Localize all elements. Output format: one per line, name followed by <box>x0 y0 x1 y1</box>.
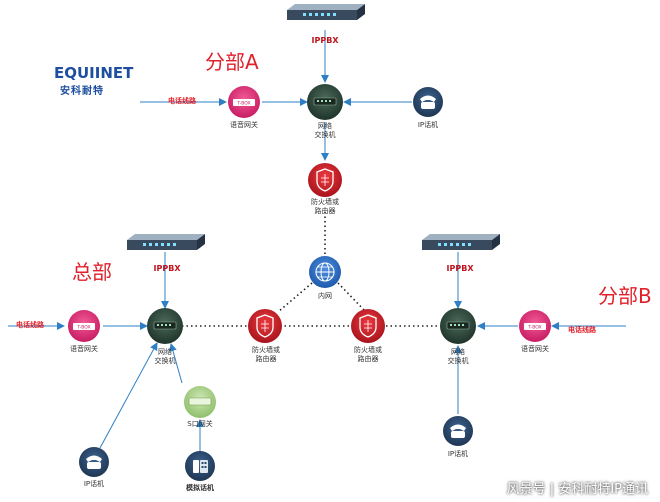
switch-icon-hq <box>147 308 183 344</box>
phone-line-label-branch-a: 电话线路 <box>168 97 196 105</box>
device-tag: T-BOX <box>527 325 541 331</box>
analog-phone-label: 模拟话机 <box>186 484 214 492</box>
ippbx-server-branch-b <box>422 234 500 250</box>
phone-line-label-hq: 电话线路 <box>16 321 44 329</box>
voice-gateway-label-branch-b: 语音网关 <box>521 345 549 353</box>
solid-links <box>8 30 626 455</box>
dotted-links <box>182 212 440 327</box>
branch-a-title: 分部A <box>205 50 259 74</box>
firewall-label-branch-a: 防火墙或 路由器 <box>311 198 339 215</box>
firewall-icon-branch-b <box>351 309 385 343</box>
ippbx-server-branch-a <box>287 4 365 20</box>
voice-gateway-label-hq: 语音网关 <box>70 345 98 353</box>
switch-label-branch-a: 网络 交换机 <box>314 122 336 139</box>
ippbx-label-branch-a: IPPBX <box>311 36 339 45</box>
voice-gateway-label-branch-a: 语音网关 <box>230 121 258 129</box>
analog-phone-icon <box>185 451 215 481</box>
firewall-label-branch-b: 防火墙或 路由器 <box>354 346 382 363</box>
intranet-label: 内网 <box>318 292 332 300</box>
s-port-gateway-icon <box>184 386 216 418</box>
device-tag: T-BOX <box>236 101 250 107</box>
ippbx-label-branch-b: IPPBX <box>446 264 474 273</box>
switch-label-branch-b: 网络 交换机 <box>447 348 469 365</box>
device-tag: T-BOX <box>76 325 90 331</box>
firewall-label-hq: 防火墙或 路由器 <box>252 346 280 363</box>
ippbx-server-hq <box>127 234 205 250</box>
company-logo: EQUIINET 安科耐特 <box>54 64 133 97</box>
ip-phone-label-hq: IP话机 <box>83 480 105 488</box>
ip-phone-label-branch-b: IP话机 <box>447 450 469 458</box>
switch-icon-branch-b <box>440 308 476 344</box>
ip-phone-label-branch-a: IP话机 <box>417 121 439 129</box>
voice-gateway-icon-branch-a: T-BOX <box>228 86 260 118</box>
logo-english: EQUIINET <box>54 64 134 82</box>
ip-phone-icon-branch-a <box>413 87 443 117</box>
voice-gateway-icon-branch-b: T-BOX <box>519 310 551 342</box>
s-port-gateway-label: S口网关 <box>187 420 213 428</box>
switch-label-hq: 网络 交换机 <box>154 348 176 365</box>
intranet-globe-icon <box>309 256 341 288</box>
switch-icon-branch-a <box>307 84 343 120</box>
logo-chinese: 安科耐特 <box>60 86 104 97</box>
branch-b-title: 分部B <box>598 284 652 308</box>
voice-gateway-icon-hq: T-BOX <box>68 310 100 342</box>
firewall-icon-branch-a <box>308 163 342 197</box>
ip-phone-icon-hq <box>79 447 109 477</box>
ip-phone-icon-branch-b <box>443 416 473 446</box>
firewall-icon-hq <box>248 309 282 343</box>
watermark-text: 风景号 | 安科耐特IP通讯 <box>506 482 648 497</box>
ippbx-label-hq: IPPBX <box>153 264 181 273</box>
phone-line-label-branch-b: 电话线路 <box>568 326 596 334</box>
hq-title: 总部 <box>72 260 112 284</box>
